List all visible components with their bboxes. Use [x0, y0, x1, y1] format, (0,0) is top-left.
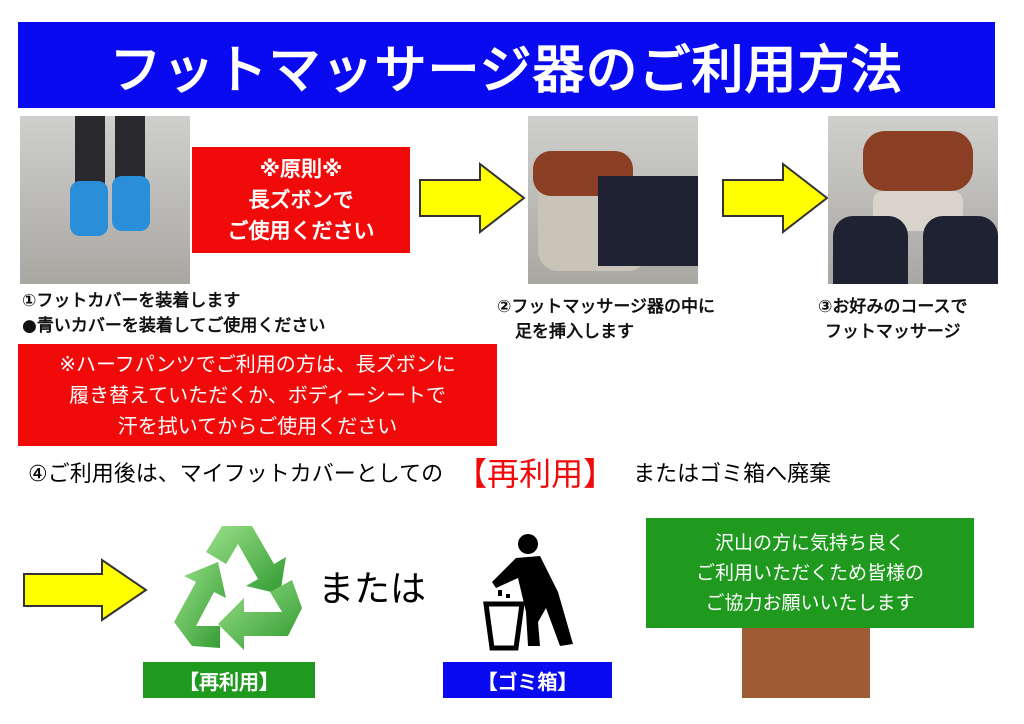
- page-title: フットマッサージ器のご利用方法: [18, 22, 995, 108]
- trash-disposal-icon: [478, 532, 583, 656]
- principle-notice: ※原則※ 長ズボンで ご使用ください: [192, 147, 410, 253]
- step4-text: ④ご利用後は、マイフットカバーとしての 【再利用】 またはゴミ箱へ廃棄: [28, 452, 832, 493]
- trash-label: 【ゴミ箱】: [443, 662, 612, 698]
- arrow-right-icon: [22, 558, 148, 622]
- step2-caption: ②フットマッサージ器の中に 足を挿入します: [497, 295, 715, 345]
- foot-massage-photo: [828, 116, 998, 284]
- step4-before: ④ご利用後は、マイフットカバーとしての: [28, 462, 444, 487]
- step3-line: ③お好みのコースで: [818, 297, 968, 317]
- step2-line: 足を挿入します: [515, 322, 634, 342]
- principle-line: 長ズボンで: [248, 187, 354, 212]
- sign-post: [742, 626, 870, 698]
- sign-line: ご協力お願いいたします: [705, 592, 915, 614]
- step4-highlight: 【再利用】: [455, 455, 616, 493]
- step2-line: ②フットマッサージ器の中に: [497, 297, 716, 317]
- note-line: ※ハーフパンツでご利用の方は、長ズボンに: [59, 351, 456, 376]
- massager-insert-photo: [528, 116, 698, 284]
- half-pants-notice: ※ハーフパンツでご利用の方は、長ズボンに 履き替えていただくか、ボディーシートで…: [18, 344, 497, 446]
- step1-line: ●青いカバーを装着してご使用ください: [22, 316, 326, 336]
- step4-after: またはゴミ箱へ廃棄: [633, 462, 832, 487]
- step1-caption: ①フットカバーを装着します ●青いカバーを装着してご使用ください: [22, 289, 325, 339]
- recycle-icon: [162, 518, 312, 662]
- or-text: または: [318, 569, 427, 610]
- step1-line: ①フットカバーを装着します: [22, 291, 241, 311]
- principle-line: ※原則※: [259, 156, 343, 181]
- principle-line: ご使用ください: [227, 218, 375, 243]
- note-line: 履き替えていただくか、ボディーシートで: [69, 382, 446, 407]
- foot-cover-photo: [20, 116, 190, 284]
- arrow-right-icon: [721, 162, 829, 234]
- step3-line: フットマッサージ: [824, 322, 961, 342]
- arrow-right-icon: [418, 162, 526, 234]
- cooperation-sign: 沢山の方に気持ち良く ご利用いただくため皆様の ご協力お願いいたします: [646, 518, 974, 628]
- note-line: 汗を拭いてからご使用ください: [117, 413, 398, 438]
- sign-line: ご利用いただくため皆様の: [695, 562, 924, 584]
- sign-line: 沢山の方に気持ち良く: [714, 532, 905, 554]
- reuse-label: 【再利用】: [143, 662, 315, 698]
- step3-caption: ③お好みのコースで フットマッサージ: [818, 295, 968, 345]
